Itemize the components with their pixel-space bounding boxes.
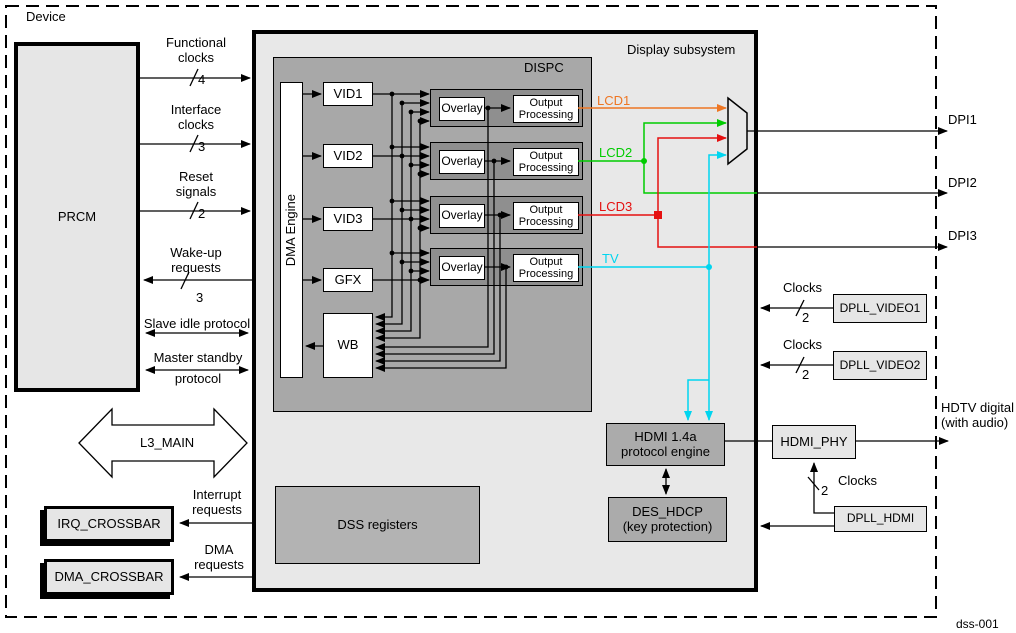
prcm-label: PRCM (57, 208, 97, 224)
overlay-block: Overlay (439, 204, 485, 228)
des-hdcp-label: DES_HDCP(key protection) (622, 503, 713, 534)
plane-vid3-block: VID3 (323, 207, 373, 231)
dpi3-label: DPI3 (948, 228, 977, 243)
irq-crossbar-label: IRQ_CROSSBAR (57, 515, 161, 531)
tv-label: TV (602, 251, 619, 266)
dma-crossbar-label: DMA_CROSSBAR (54, 568, 164, 584)
signal-label-master-standby-2: protocol (174, 371, 222, 386)
dpll-video2-clocks-label: Clocks (783, 337, 823, 352)
signal-label-slave-idle: Slave idle protocol (143, 316, 251, 331)
l3-main-label: L3_MAIN (140, 435, 195, 450)
dpll-video1-clocks-count: 2 (802, 310, 810, 325)
overlay-block: Overlay (439, 256, 485, 280)
hdmi-phy-block: HDMI_PHY (772, 425, 856, 459)
plane-gfx-label: GFX (334, 271, 362, 287)
dpll-video1-block: DPLL_VIDEO1 (833, 294, 927, 323)
display-subsystem-title: Display subsystem (627, 42, 736, 57)
signal-count-reset: 2 (198, 206, 206, 221)
signal-count-wakeup: 3 (196, 290, 204, 305)
dpll-hdmi-block: DPLL_HDMI (834, 506, 927, 532)
dpll-video2-label: DPLL_VIDEO2 (839, 357, 921, 372)
dma-engine-label: DMA Engine (283, 193, 299, 267)
dpi2-label: DPI2 (948, 175, 977, 190)
device-label: Device (26, 9, 66, 24)
plane-gfx-block: GFX (323, 268, 373, 292)
figure-id-label: dss-001 (956, 617, 999, 631)
dpll-hdmi-label: DPLL_HDMI (846, 511, 915, 526)
lcd2-label: LCD2 (599, 145, 633, 160)
signal-label-master-standby: Master standby (153, 350, 243, 365)
overlay-label: Overlay (441, 260, 483, 275)
dpll-hdmi-clocks-label: Clocks (838, 473, 878, 488)
dpll-video1-label: DPLL_VIDEO1 (839, 300, 921, 315)
lcd1-label: LCD1 (597, 93, 631, 108)
dpll-video1-clocks-label: Clocks (783, 280, 823, 295)
plane-vid2-block: VID2 (323, 144, 373, 168)
signal-count-functional: 4 (198, 72, 206, 87)
plane-vid2-label: VID2 (333, 147, 363, 163)
overlay-block: Overlay (439, 97, 485, 121)
overlay-label: Overlay (441, 208, 483, 223)
dpi1-label: DPI1 (948, 112, 977, 127)
writeback-label: WB (337, 337, 359, 353)
plane-vid3-label: VID3 (333, 210, 363, 226)
overlay-label: Overlay (441, 101, 483, 116)
dpll-video2-block: DPLL_VIDEO2 (833, 351, 927, 380)
dss-registers-label: DSS registers (337, 516, 418, 532)
dma-engine-block: DMA Engine (280, 82, 303, 378)
des-hdcp-block: DES_HDCP(key protection) (608, 497, 727, 542)
overlay-block: Overlay (439, 150, 485, 174)
dma-crossbar-block: DMA_CROSSBAR (44, 559, 174, 595)
dss-registers-block: DSS registers (275, 486, 480, 564)
writeback-block: WB (323, 313, 373, 378)
dpll-hdmi-clocks-count: 2 (821, 483, 829, 498)
prcm-block: PRCM (14, 42, 140, 392)
dpll-video2-clocks-count: 2 (802, 367, 810, 382)
lcd3-label: LCD3 (599, 199, 633, 214)
overlay-label: Overlay (441, 154, 483, 169)
signal-count-interface: 3 (198, 139, 206, 154)
dispc-title: DISPC (524, 60, 564, 75)
irq-crossbar-block: IRQ_CROSSBAR (44, 506, 174, 542)
hdmi-phy-label: HDMI_PHY (780, 433, 848, 449)
plane-vid1-block: VID1 (323, 82, 373, 106)
hdtv-output-label: HDTV digital(with audio) (941, 400, 1014, 430)
plane-vid1-label: VID1 (333, 85, 363, 101)
